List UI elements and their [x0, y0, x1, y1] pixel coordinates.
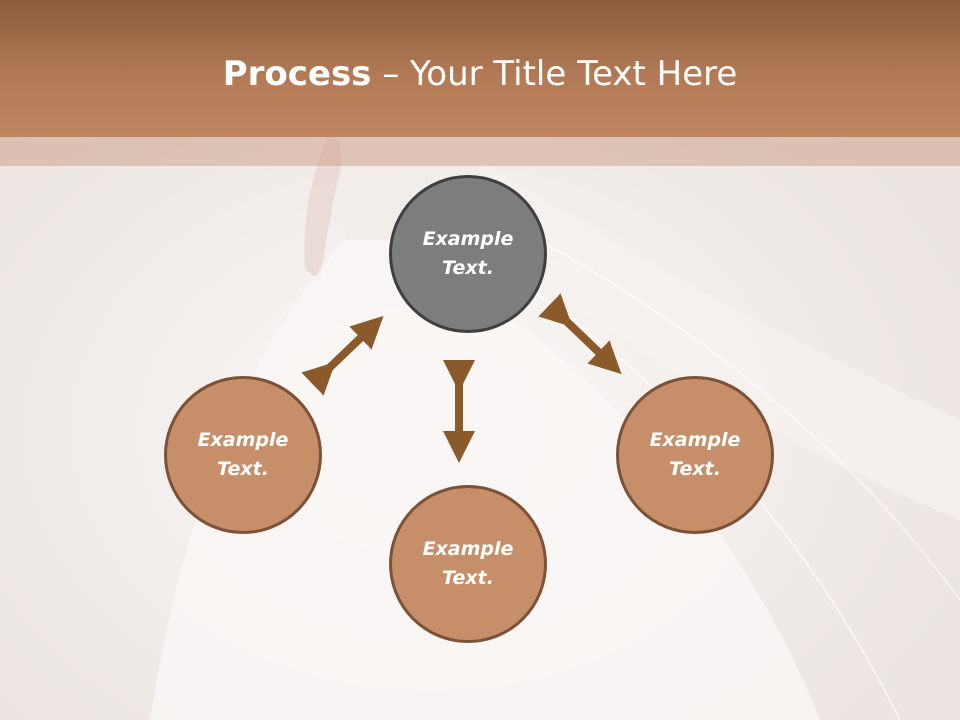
node-left-line1: Example — [197, 429, 289, 451]
node-bottom-line2: Text. — [442, 567, 494, 589]
node-bottom-line1: Example — [422, 538, 514, 560]
node-left-line2: Text. — [217, 458, 269, 480]
arrow-center-left — [301, 315, 384, 396]
title-rest: – Your Title Text Here — [371, 54, 738, 94]
arrow-center-right — [538, 293, 622, 375]
title-bar — [0, 0, 960, 137]
title-bar-band — [0, 137, 960, 166]
node-right: Example Text. — [616, 376, 774, 534]
node-center: Example Text. — [389, 175, 547, 333]
node-bottom: Example Text. — [389, 485, 547, 643]
node-left: Example Text. — [164, 376, 322, 534]
node-center-line1: Example — [422, 228, 514, 250]
node-right-line1: Example — [649, 429, 741, 451]
node-center-line2: Text. — [442, 257, 494, 279]
slide-title: Process – Your Title Text Here — [0, 52, 960, 96]
title-bold: Process — [222, 54, 372, 94]
node-right-line2: Text. — [669, 458, 721, 480]
